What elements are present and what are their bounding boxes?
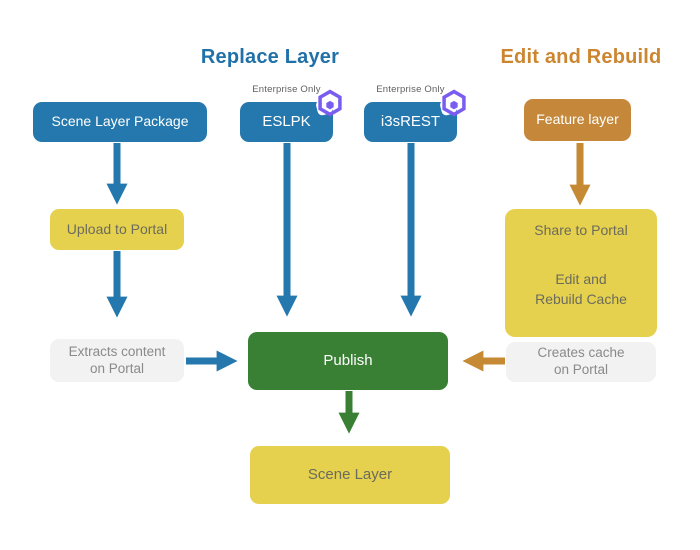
cycle-line1: Edit and xyxy=(555,271,607,287)
node-creates-cache: Creates cache on Portal xyxy=(506,342,656,382)
node-feature-layer: Feature layer xyxy=(524,99,631,141)
creates-line2: on Portal xyxy=(553,362,609,377)
section-title-edit-and-rebuild: Edit and Rebuild xyxy=(500,46,662,68)
node-publish: Publish xyxy=(248,332,448,390)
section-title-replace-layer: Replace Layer xyxy=(200,46,340,68)
node-scene-layer: Scene Layer xyxy=(250,446,450,504)
cycle-line2: Rebuild Cache xyxy=(535,291,627,308)
edit-rebuild-cache-label: Edit and Rebuild Cache xyxy=(505,269,657,310)
extracts-line1: Extracts content xyxy=(68,343,166,359)
node-extracts-content: Extracts content on Portal xyxy=(50,339,184,382)
extracts-line2: on Portal xyxy=(89,360,145,376)
node-scene-layer-package: Scene Layer Package xyxy=(33,102,207,142)
node-share-to-portal: Share to Portal Edit and Rebuild Cache xyxy=(505,209,657,337)
i3s-hexagon-cube-icon xyxy=(316,89,342,117)
node-upload-to-portal: Upload to Portal xyxy=(50,209,184,250)
enterprise-only-label-eslpk: Enterprise Only xyxy=(252,84,321,95)
i3s-hexagon-cube-icon xyxy=(440,89,466,117)
share-to-portal-label: Share to Portal xyxy=(534,222,628,238)
enterprise-only-label-i3srest: Enterprise Only xyxy=(376,84,445,95)
creates-line1: Creates cache xyxy=(537,345,625,361)
